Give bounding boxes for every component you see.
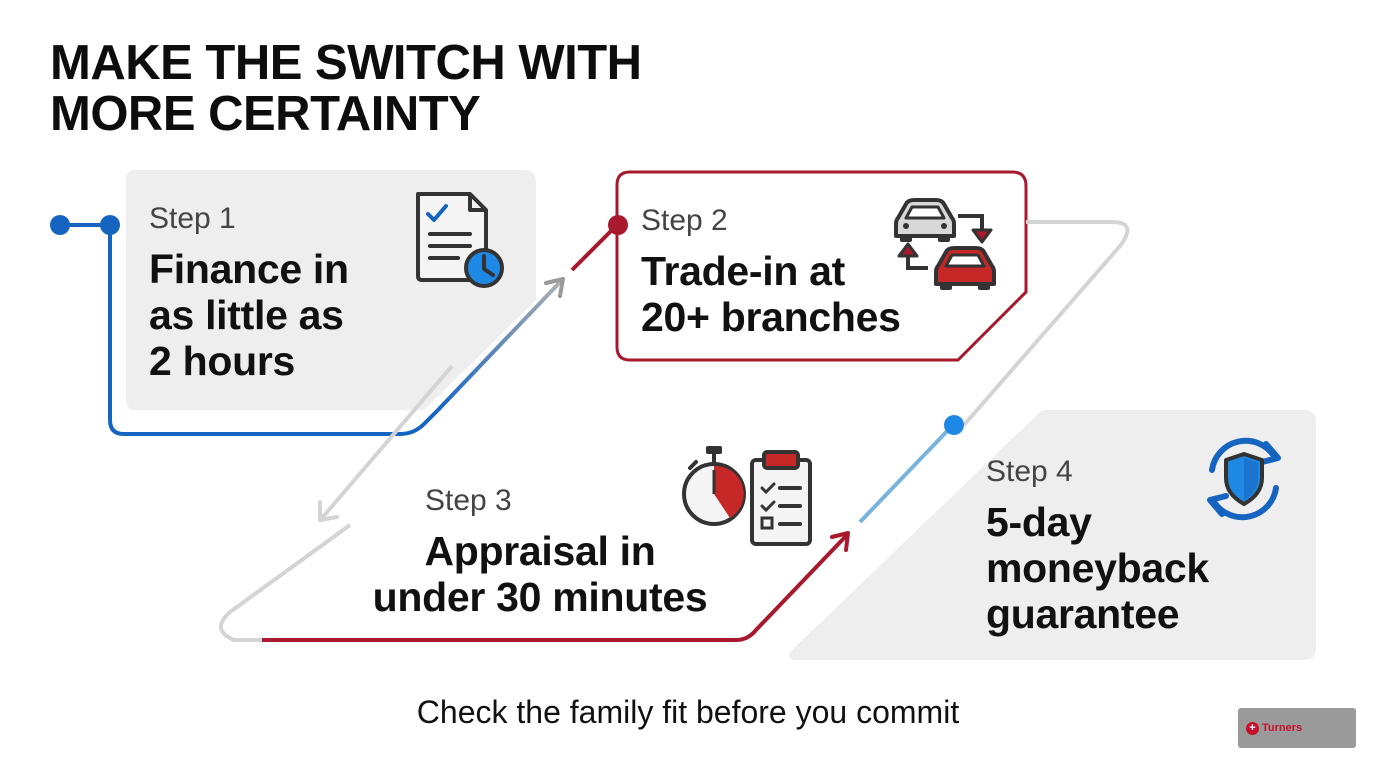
- step-4-line-2: moneyback: [986, 545, 1209, 591]
- start-dot: [50, 215, 70, 235]
- step-4-dot: [944, 415, 964, 435]
- step-2-label: Step 2: [641, 204, 728, 237]
- step-2-dot: [608, 215, 628, 235]
- step-3-text: Appraisal in under 30 minutes: [340, 528, 740, 620]
- step-1-path: [108, 225, 440, 436]
- step-3-arrowhead: [830, 531, 850, 552]
- step-4-card: [789, 410, 1316, 660]
- step-4-text: 5-day moneyback guarantee: [986, 499, 1209, 637]
- document-clock-icon: [416, 192, 504, 288]
- logo-text: Turners: [1262, 722, 1303, 734]
- step-2-to-3-path: [962, 220, 1130, 427]
- step-3-label: Step 3: [425, 484, 512, 517]
- step-2-down-line: [320, 364, 454, 520]
- step-4-connector: [858, 424, 954, 524]
- footer-caption: Check the family fit before you commit: [416, 694, 960, 730]
- step-2-line-1: Trade-in at: [641, 248, 846, 294]
- step-1-line-2: as little as: [149, 292, 344, 338]
- step-3-incoming-arrowhead: [318, 500, 339, 522]
- step-4-line-3: guarantee: [986, 591, 1180, 637]
- step-3-line-2: under 30 minutes: [372, 574, 708, 620]
- turners-logo: + Turners: [1238, 708, 1356, 748]
- step-1-label: Step 1: [149, 202, 236, 235]
- shield-refresh-icon: [1207, 437, 1281, 521]
- step-1-to-2-arrowhead: [544, 277, 565, 298]
- step-4-label: Step 4: [986, 455, 1073, 488]
- step-1-line-3: 2 hours: [149, 338, 295, 384]
- title-line-2: MORE CERTAINTY: [50, 87, 481, 141]
- car-swap-icon: [894, 198, 996, 290]
- turners-logo-icon: +: [1246, 721, 1259, 735]
- step-1-line-1: Finance in: [149, 246, 349, 292]
- step-2-line-2: 20+ branches: [641, 294, 901, 340]
- title-line-1: MAKE THE SWITCH WITH: [50, 36, 642, 90]
- step-4-line-1: 5-day: [986, 499, 1092, 545]
- step-2-text: Trade-in at 20+ branches: [641, 248, 901, 340]
- step-3-left-loop: [219, 523, 352, 642]
- stopwatch-checklist-icon: [682, 446, 812, 546]
- step-3-path: [262, 534, 848, 642]
- page-title: MAKE THE SWITCH WITH MORE CERTAINTY: [50, 38, 770, 140]
- step-3-line-1: Appraisal in: [424, 528, 656, 574]
- step-2-connector: [570, 224, 618, 272]
- step-1-text: Finance in as little as 2 hours: [149, 246, 349, 384]
- step-1-to-2-arrow: [436, 278, 564, 412]
